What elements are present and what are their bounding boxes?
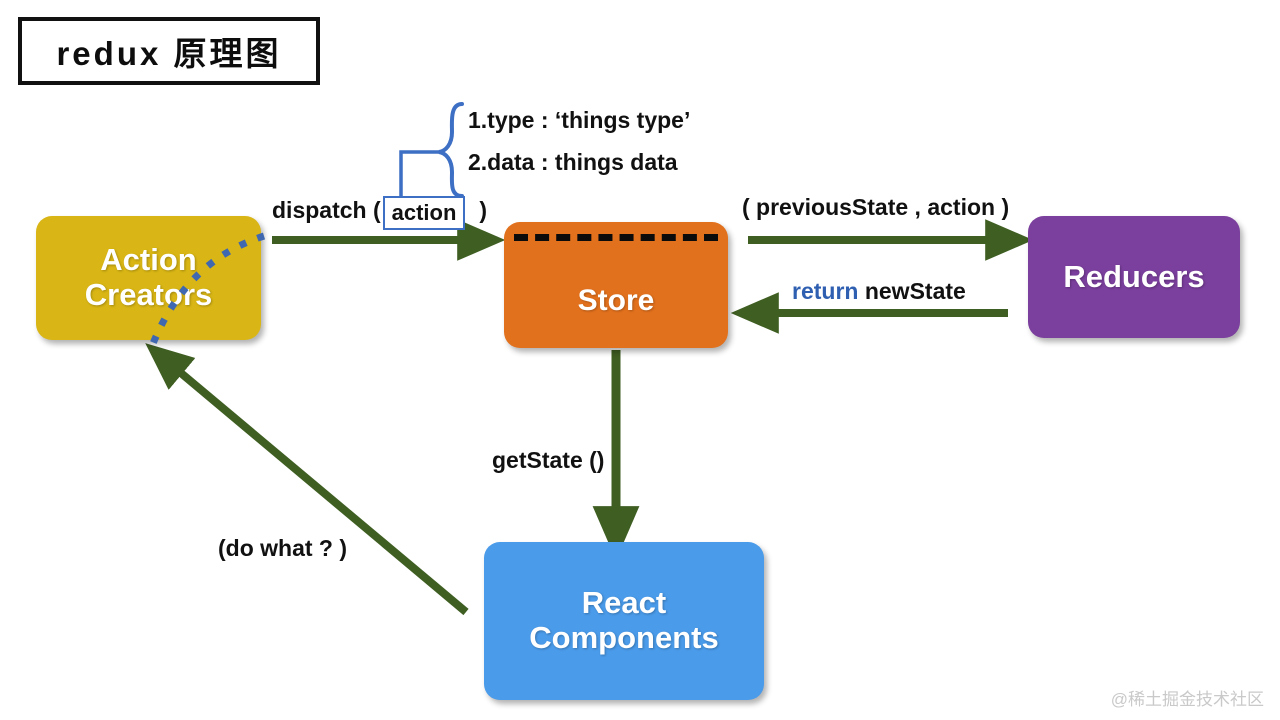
edge-label-return-keyword: return — [792, 278, 859, 304]
page-title: redux 原理图 — [56, 35, 282, 72]
node-react-components-line2: Components — [529, 620, 719, 655]
edge-label-dispatch: dispatch ( ) — [272, 197, 487, 224]
dotted-flow-curve — [148, 232, 266, 348]
arrow-react-to-action-creators — [145, 343, 469, 616]
store-dashed-divider — [514, 234, 718, 241]
node-reducers[interactable]: Reducers — [1028, 216, 1240, 338]
node-store-label: Store — [577, 284, 655, 318]
node-react-components-label: React Components — [529, 585, 719, 655]
brace-annotation-line-1: 1.type : ‘things type’ — [468, 107, 691, 133]
watermark: @稀土掘金技术社区 — [1110, 690, 1264, 709]
action-brace-connector — [399, 150, 441, 196]
curly-brace-icon — [438, 102, 464, 198]
edge-label-return-newstate: return newState — [792, 278, 966, 305]
node-action-creators-line2: Creators — [84, 277, 213, 312]
edge-label-do-what: (do what ? ) — [218, 535, 348, 561]
action-argument-box[interactable]: action — [383, 196, 465, 230]
edge-label-dispatch-prefix: dispatch ( — [272, 197, 381, 223]
edge-label-previous-state: ( previousState , action ) — [742, 194, 1010, 220]
node-action-creators-line1: Action — [100, 242, 197, 278]
node-action-creators-label: Action Creators — [84, 242, 213, 312]
edge-label-dispatch-suffix: ) — [479, 197, 488, 223]
action-argument-label: action — [391, 200, 457, 225]
node-react-components-line1: React — [581, 585, 667, 621]
brace-annotation-line-2: 2.data : things data — [468, 149, 678, 175]
node-action-creators[interactable]: Action Creators — [36, 216, 261, 340]
edge-label-get-state: getState () — [492, 447, 605, 473]
edge-label-return-value: newState — [864, 278, 966, 304]
node-reducers-label: Reducers — [1063, 258, 1205, 294]
node-store[interactable]: Store — [504, 222, 728, 348]
diagram-title-box: redux 原理图 — [18, 17, 320, 85]
node-react-components[interactable]: React Components — [484, 542, 764, 700]
